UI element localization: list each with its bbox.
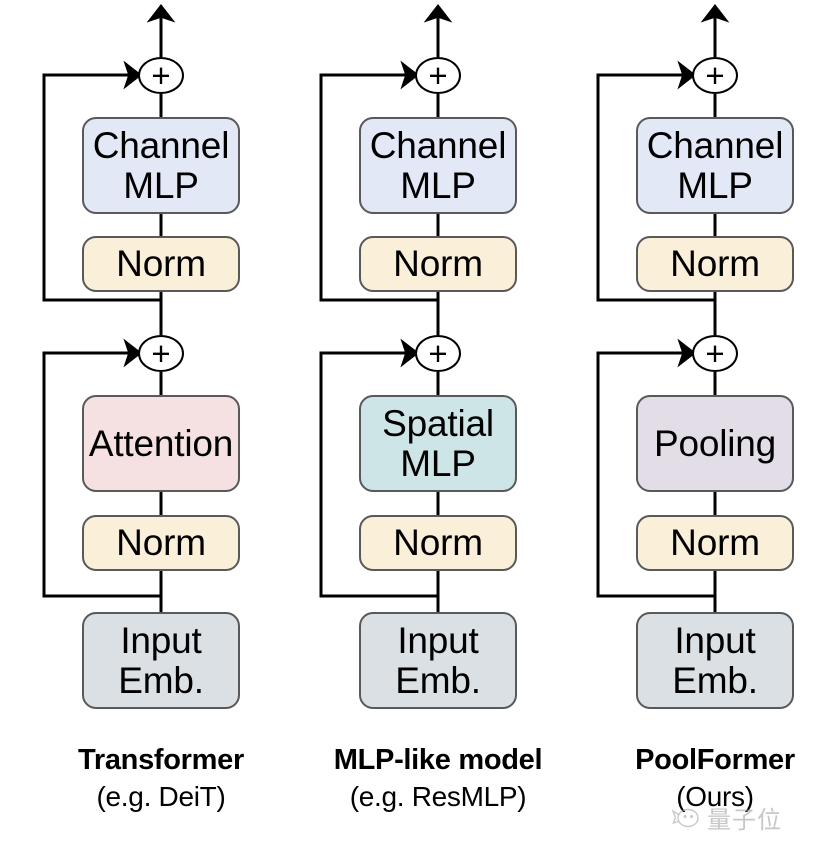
block-label: Input Emb. [395,619,481,701]
block-label: Channel MLP [92,124,230,206]
plus-icon: + [428,57,448,94]
block-label: Norm [393,522,483,564]
transformer-channel-mlp[interactable]: Channel MLP [82,117,240,214]
mlp-like-add-top: + [415,57,461,94]
block-label: Pooling [653,422,777,464]
transformer-caption: Transformer (e.g. DeiT) [30,744,292,813]
mlp-like-token-mixer[interactable]: Spatial MLP [359,395,517,492]
watermark: 量子位 [672,800,782,835]
transformer-add-bottom: + [138,335,184,372]
plus-icon: + [705,57,725,94]
mlp-like-norm-lower[interactable]: Norm [359,515,517,571]
poolformer-add-top: + [692,57,738,94]
caption-subtitle: (Ours) [676,781,754,812]
transformer-add-top: + [138,57,184,94]
caption-subtitle: (e.g. DeiT) [96,781,226,812]
plus-icon: + [428,335,448,372]
block-label: Input Emb. [672,619,758,701]
block-label: Norm [670,522,760,564]
poolformer-norm-lower[interactable]: Norm [636,515,794,571]
qbitai-logo-icon [672,808,699,827]
caption-title: PoolFormer [635,744,795,776]
poolformer-norm-upper[interactable]: Norm [636,236,794,292]
caption-title: MLP-like model [333,744,543,776]
block-label: Norm [393,243,483,285]
plus-icon: + [151,335,171,372]
poolformer-add-bottom: + [692,335,738,372]
poolformer-token-mixer[interactable]: Pooling [636,395,794,492]
transformer-input-emb[interactable]: Input Emb. [82,612,240,709]
caption-title: Transformer [78,744,244,776]
transformer-token-mixer[interactable]: Attention [82,395,240,492]
mlp-like-input-emb[interactable]: Input Emb. [359,612,517,709]
mlp-like-add-bottom: + [415,335,461,372]
block-label: Norm [116,522,206,564]
block-label: Norm [670,243,760,285]
mlp-like-norm-upper[interactable]: Norm [359,236,517,292]
transformer-norm-upper[interactable]: Norm [82,236,240,292]
block-label: Channel MLP [646,124,784,206]
caption-subtitle: (e.g. ResMLP) [349,781,527,812]
block-label: Input Emb. [118,619,204,701]
mlp-like-caption: MLP-like model (e.g. ResMLP) [302,744,574,813]
block-label: Attention [88,422,234,464]
block-label: Norm [116,243,206,285]
transformer-norm-lower[interactable]: Norm [82,515,240,571]
poolformer-input-emb[interactable]: Input Emb. [636,612,794,709]
poolformer-caption: PoolFormer (Ours) [585,744,824,813]
poolformer-channel-mlp[interactable]: Channel MLP [636,117,794,214]
mlp-like-channel-mlp[interactable]: Channel MLP [359,117,517,214]
watermark-text: 量子位 [707,806,782,834]
plus-icon: + [705,335,725,372]
plus-icon: + [151,57,171,94]
block-label: Channel MLP [369,124,507,206]
block-label: Spatial MLP [382,402,494,484]
